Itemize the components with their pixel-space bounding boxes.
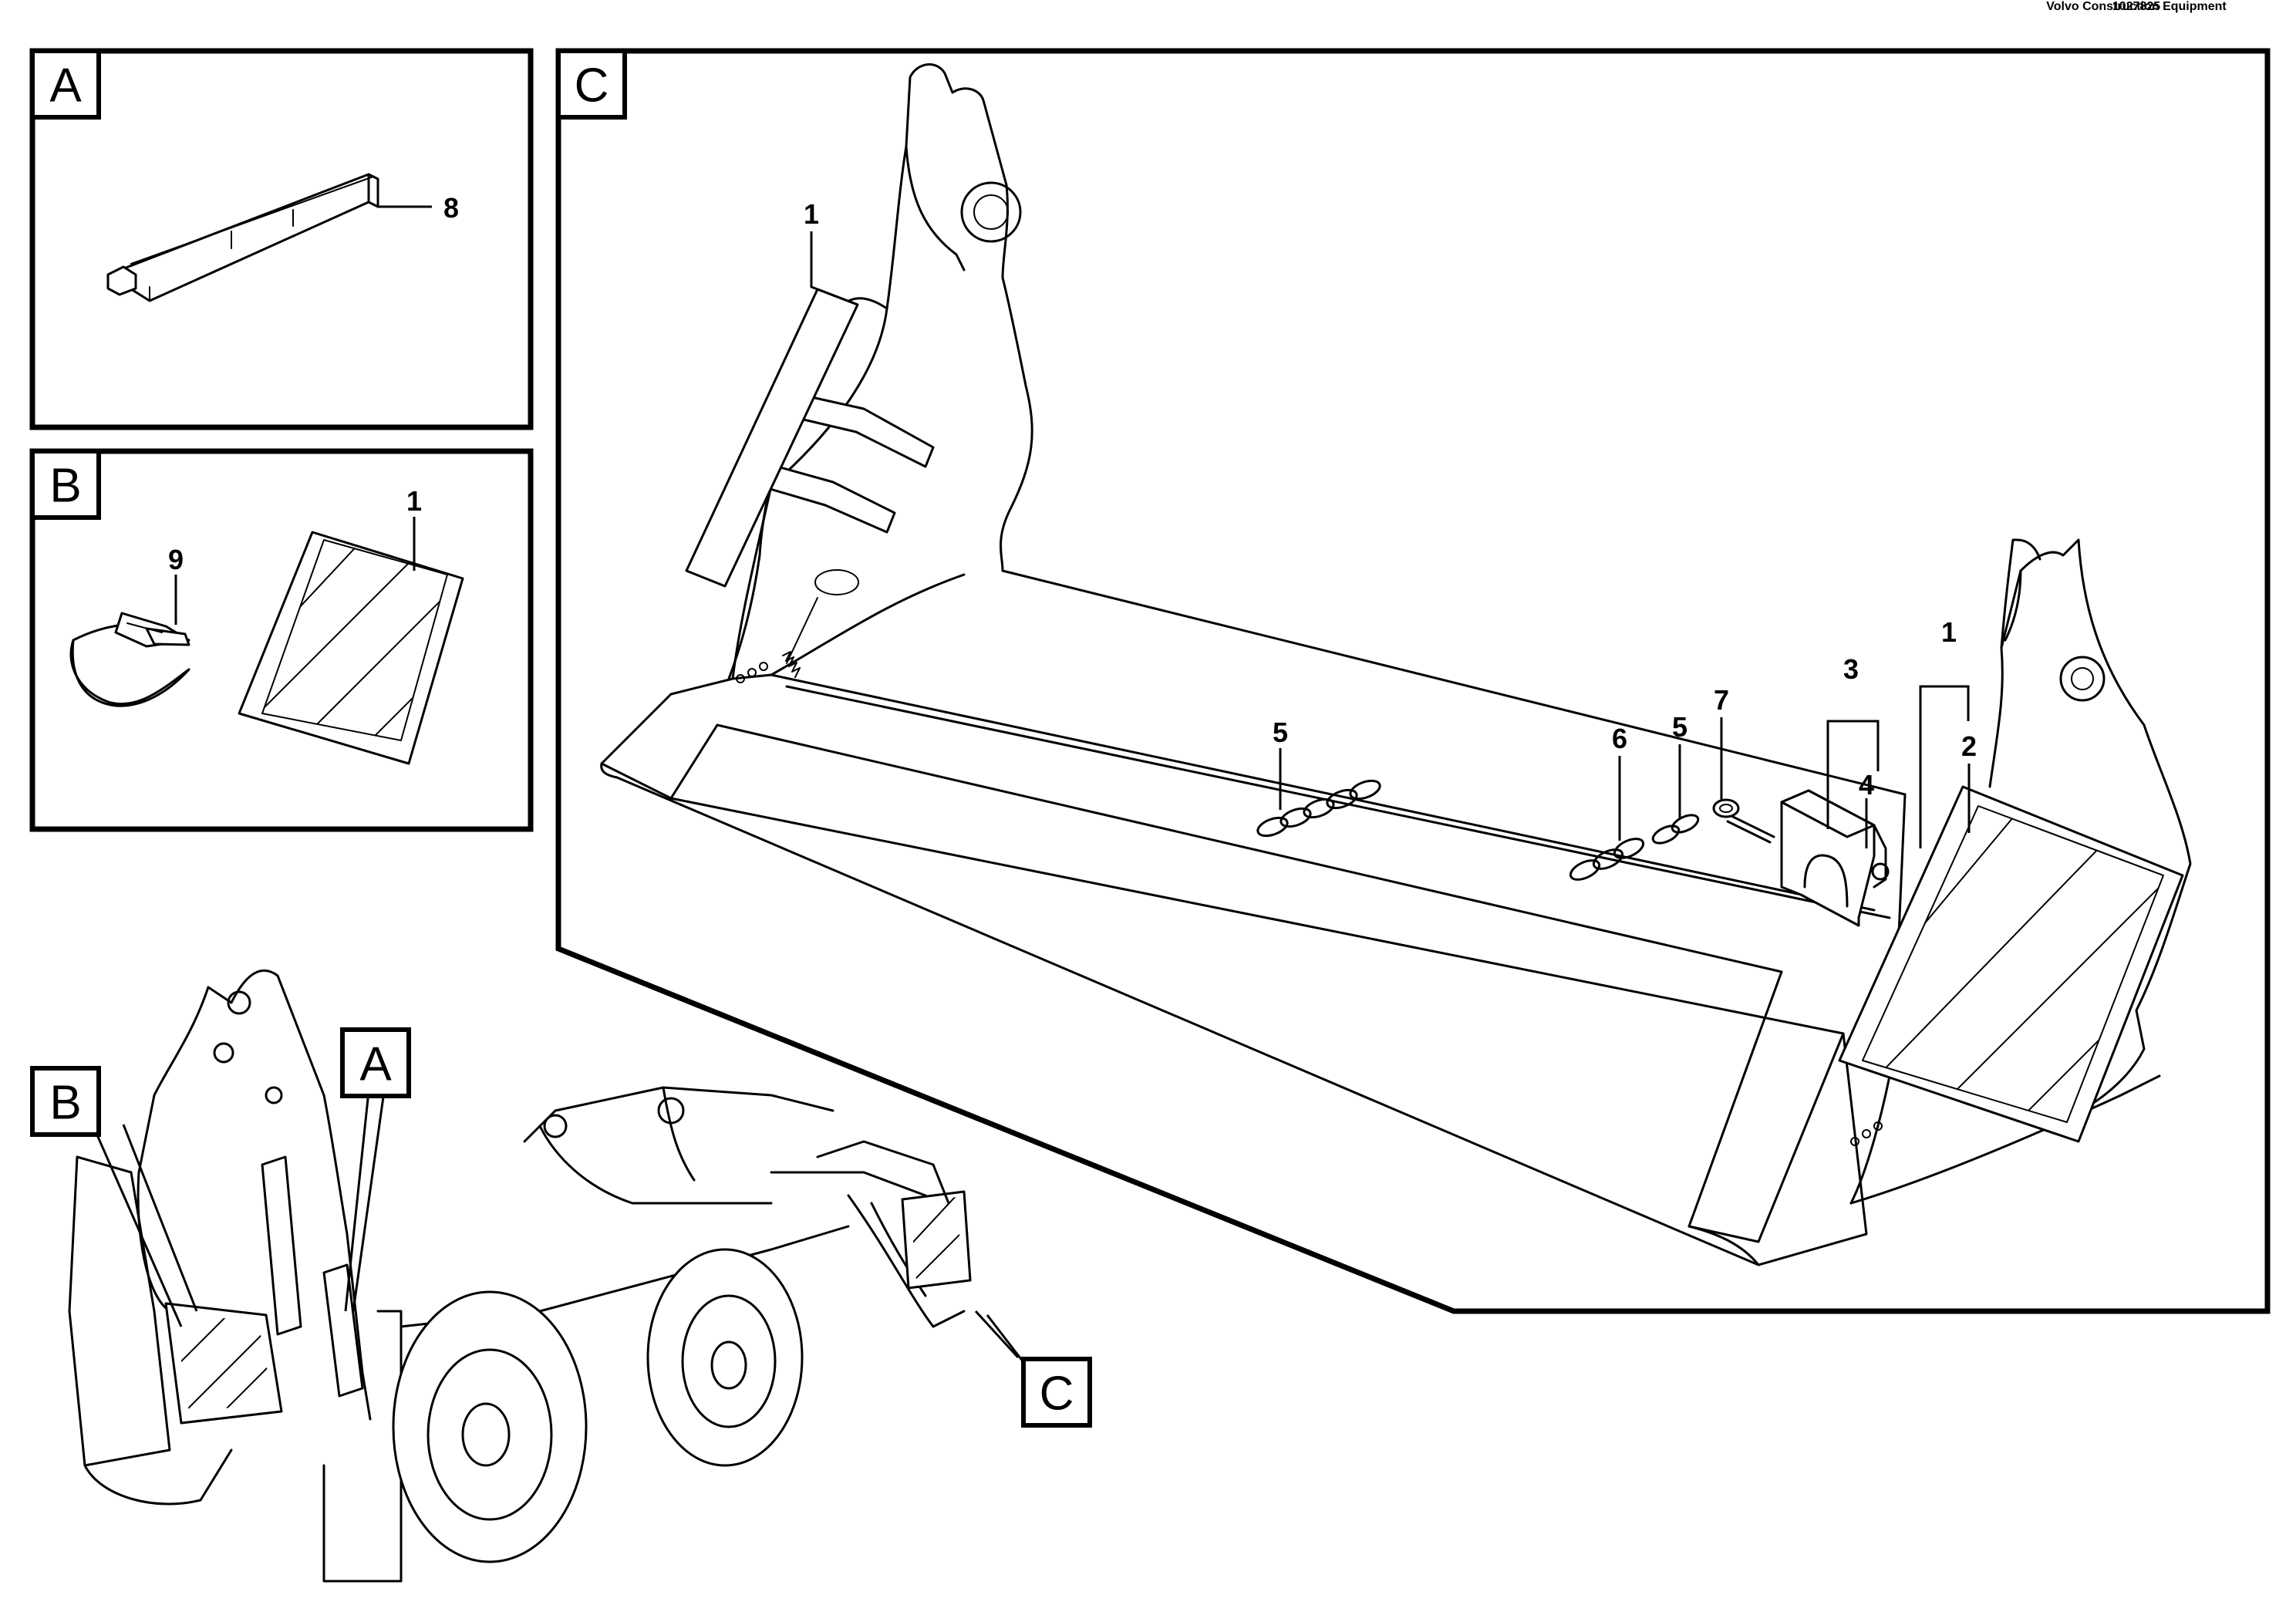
- callout-5-mid: 5: [1273, 717, 1288, 748]
- panel-b: B 9 1: [29, 448, 534, 832]
- callout-7: 7: [1714, 684, 1729, 716]
- footer-brand: Volvo Construction Equipment: [2046, 0, 2227, 13]
- overview-label-a: A: [359, 1038, 392, 1091]
- leader-overview-c2: [986, 1314, 1027, 1366]
- overview-label-c-box: [1021, 1357, 1092, 1428]
- panel-a: A 8: [29, 48, 534, 430]
- leader-1-left: [810, 231, 858, 306]
- callout-1-left: 1: [804, 198, 819, 230]
- machine-overview: B A C: [30, 969, 1092, 1583]
- leader-1-right: [1919, 685, 1970, 848]
- panel-b-label-box: [30, 449, 101, 520]
- callout-8: 8: [443, 192, 459, 224]
- leader-overview-a: [344, 1091, 370, 1312]
- leader-overview-b2: [122, 1124, 198, 1312]
- leader-overview-b: [91, 1124, 183, 1327]
- strap-clip: [69, 612, 190, 707]
- overview-label-c: C: [1040, 1367, 1074, 1421]
- overview-label-a-box: [340, 1027, 411, 1098]
- panel-a-label: A: [49, 59, 82, 113]
- callout-6: 6: [1612, 723, 1627, 754]
- panel-c-label: C: [575, 59, 609, 113]
- callout-9: 9: [168, 544, 184, 575]
- footer-code: 1027825: [2112, 0, 2161, 13]
- callout-1-b: 1: [406, 485, 422, 517]
- callout-2: 2: [1961, 730, 1977, 762]
- leader-3: [1826, 720, 1880, 829]
- overview-label-b: B: [49, 1077, 81, 1130]
- callout-1-right: 1: [1941, 616, 1957, 648]
- panel-b-label: B: [49, 460, 81, 513]
- chain-6: [1569, 838, 1645, 881]
- chain-middle: [1256, 779, 1381, 838]
- bucket: [600, 63, 2192, 1266]
- track-guide-rail: [106, 173, 379, 302]
- panel-a-label-box: [30, 49, 101, 120]
- overview-label-b-box: [30, 1066, 101, 1137]
- leader-overview-c: [974, 1310, 1020, 1359]
- callout-3: 3: [1843, 653, 1859, 685]
- callout-4: 4: [1859, 769, 1874, 801]
- leader-overview-a2: [352, 1091, 386, 1312]
- warning-sign-c: [1838, 785, 2184, 1143]
- lock-pin: [1712, 798, 1775, 844]
- panel-c-label-box: [556, 49, 627, 120]
- warning-sign-b: [238, 531, 464, 765]
- panel-c: C: [555, 48, 2271, 1314]
- panel-c-frame: [555, 48, 2271, 1314]
- chain-right: [1651, 814, 1700, 845]
- callout-5-right: 5: [1672, 711, 1687, 743]
